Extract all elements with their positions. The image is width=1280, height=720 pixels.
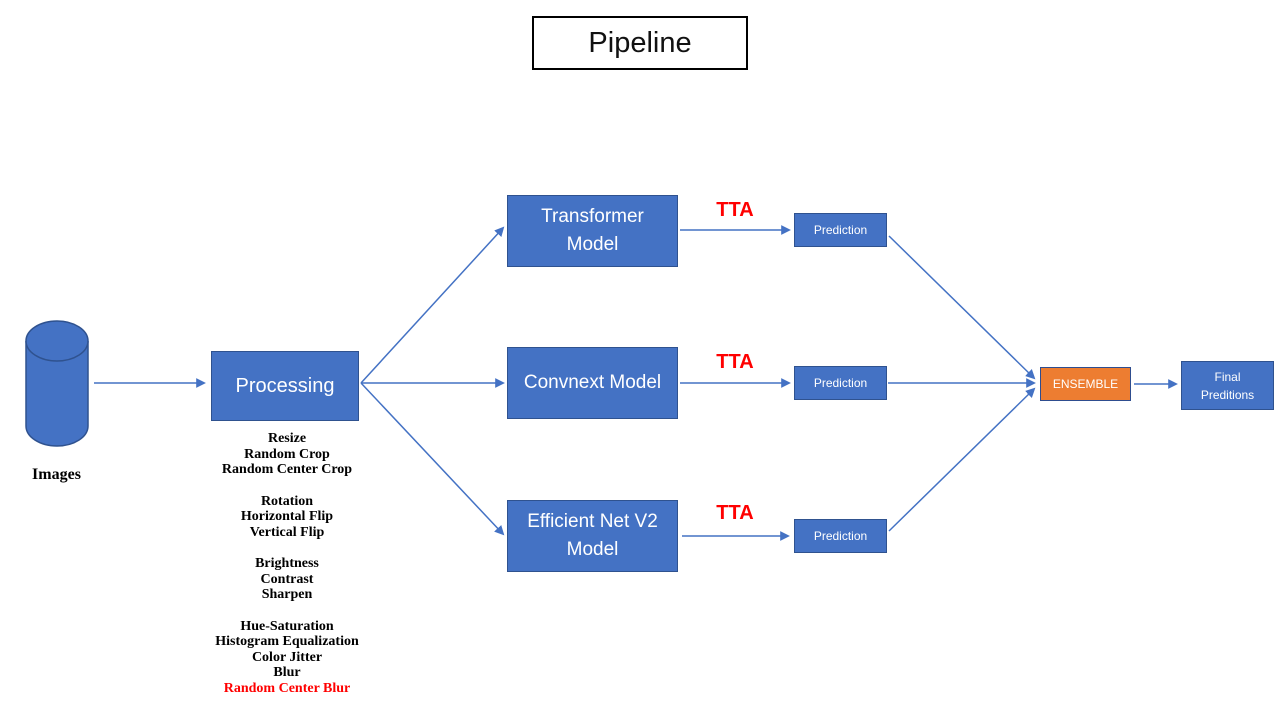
augmentation-group-crop: Resize Random Crop Random Center Crop bbox=[160, 431, 414, 478]
processing-node: Processing bbox=[211, 351, 359, 421]
augmentation-item: Contrast bbox=[260, 571, 314, 587]
tta-label: TTA bbox=[716, 351, 754, 373]
prediction-label: Prediction bbox=[813, 529, 868, 543]
tta-label: TTA bbox=[716, 502, 754, 524]
diagram-title: Pipeline bbox=[588, 26, 692, 59]
model-label: Efficient Net V2 Model bbox=[527, 510, 658, 561]
augmentation-item-highlighted: Random Center Blur bbox=[223, 680, 351, 696]
augmentation-group-tone: Brightness Contrast Sharpen bbox=[160, 556, 414, 603]
arrow-prediction3-to-ensemble bbox=[888, 387, 1036, 532]
model-node-convnext: Convnext Model bbox=[507, 347, 678, 419]
augmentation-item: Histogram Equalization bbox=[215, 634, 359, 649]
augmentation-item: Horizontal Flip bbox=[240, 509, 334, 524]
processing-label: Processing bbox=[235, 374, 335, 397]
diagram-title-box: Pipeline bbox=[532, 16, 748, 70]
augmentation-item: Color Jitter bbox=[251, 649, 323, 665]
model-label: Transformer Model bbox=[541, 205, 644, 256]
augmentation-group-flip: Rotation Horizontal Flip Vertical Flip bbox=[160, 494, 414, 541]
augmentation-item: Resize bbox=[267, 431, 307, 446]
prediction-node: Prediction bbox=[794, 366, 887, 400]
augmentation-item: Random Crop bbox=[244, 446, 330, 462]
augmentation-item: Rotation bbox=[260, 493, 314, 509]
model-node-efficientnet-v2: Efficient Net V2 Model bbox=[507, 500, 678, 572]
augmentation-list: Resize Random Crop Random Center Crop Ro… bbox=[160, 431, 414, 712]
prediction-node: Prediction bbox=[794, 519, 887, 553]
augmentation-item: Hue-Saturation bbox=[240, 618, 334, 634]
arrow-processing-to-transformer bbox=[360, 226, 505, 384]
final-predictions-label: Final Preditions bbox=[1200, 369, 1255, 402]
augmentation-item: Random Center Crop bbox=[221, 462, 353, 477]
tta-label: TTA bbox=[716, 199, 754, 221]
final-predictions-node: Final Preditions bbox=[1181, 361, 1274, 410]
images-cylinder-icon bbox=[25, 320, 89, 447]
prediction-label: Prediction bbox=[813, 223, 868, 237]
ensemble-node: ENSEMBLE bbox=[1040, 367, 1131, 401]
model-node-transformer: Transformer Model bbox=[507, 195, 678, 267]
prediction-label: Prediction bbox=[813, 376, 868, 390]
augmentation-group-color: Hue-Saturation Histogram Equalization Co… bbox=[160, 619, 414, 697]
augmentation-item: Blur bbox=[273, 665, 301, 680]
model-label: Convnext Model bbox=[523, 371, 662, 393]
ensemble-label: ENSEMBLE bbox=[1052, 377, 1119, 391]
images-label: Images bbox=[32, 466, 81, 483]
augmentation-item: Brightness bbox=[255, 556, 319, 571]
augmentation-item: Sharpen bbox=[261, 587, 313, 602]
arrow-prediction1-to-ensemble bbox=[888, 235, 1036, 380]
prediction-node: Prediction bbox=[794, 213, 887, 247]
augmentation-item: Vertical Flip bbox=[249, 524, 325, 540]
